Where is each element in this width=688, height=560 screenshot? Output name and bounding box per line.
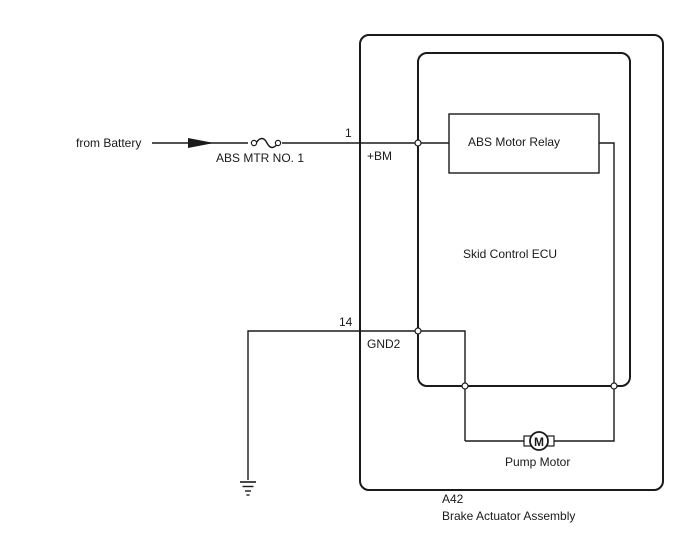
source-label: from Battery: [76, 136, 141, 150]
pin-14-number: 14: [339, 315, 353, 329]
relay-label: ABS Motor Relay: [468, 135, 560, 149]
assembly-label: Brake Actuator Assembly: [442, 509, 575, 523]
motor-symbol: M: [534, 435, 544, 449]
brake-actuator-assembly-box: [359, 34, 664, 491]
pin-1-number: 1: [345, 126, 352, 140]
junction-node: [610, 382, 618, 390]
fuse-label: ABS MTR NO. 1: [216, 151, 304, 165]
relay-output-wire: [550, 142, 615, 442]
junction-node: [414, 327, 422, 335]
pin-14-name: GND2: [367, 337, 401, 351]
junction-node: [414, 139, 422, 147]
fuse-icon: [248, 137, 282, 149]
connector-code: A42: [442, 492, 464, 506]
junction-node: [461, 382, 469, 390]
ecu-label: Skid Control ECU: [463, 247, 557, 261]
ground-wire: [247, 330, 466, 480]
motor-label: Pump Motor: [505, 455, 570, 469]
abs-motor-relay-box: [448, 113, 600, 174]
pump-motor-icon: M: [523, 431, 555, 451]
pin-1-name: +BM: [367, 149, 392, 163]
arrow-icon: [188, 138, 214, 148]
skid-control-ecu-box: [417, 52, 631, 387]
ground-icon: [240, 481, 256, 496]
